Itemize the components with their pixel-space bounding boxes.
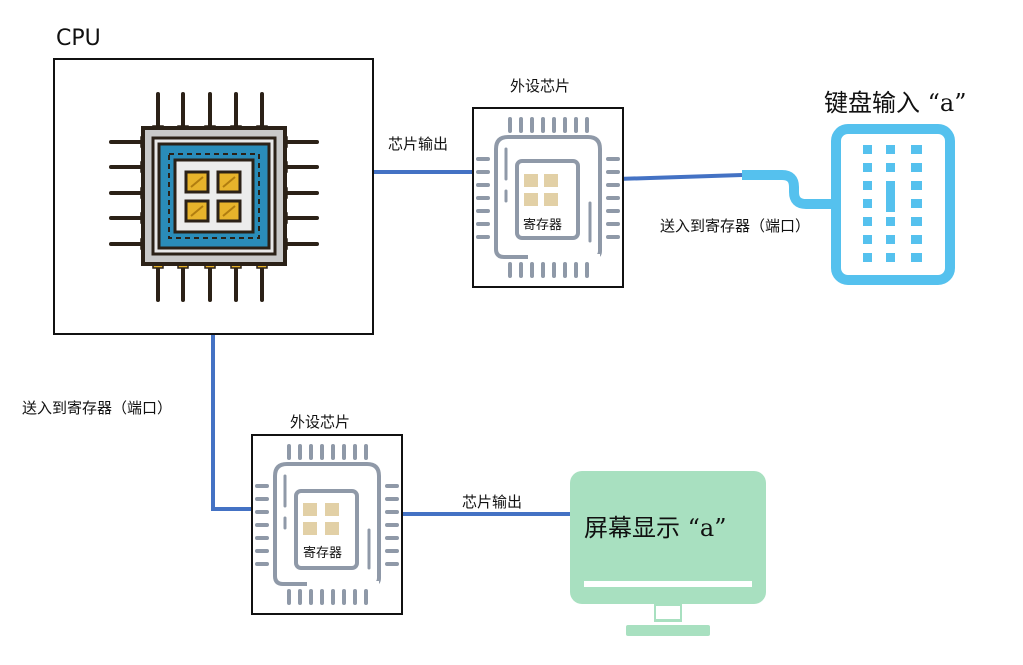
keyboard-label: 键盘输入 “a” bbox=[824, 89, 967, 117]
label-cpu-to-top-chip: 芯片输出 bbox=[388, 135, 449, 153]
keyboard-icon bbox=[742, 124, 955, 285]
bottom-chip-icon bbox=[255, 444, 399, 605]
label-keyboard-to-register: 送入到寄存器（端口） bbox=[660, 217, 811, 235]
top-chip-box bbox=[472, 107, 624, 288]
monitor-icon bbox=[570, 471, 766, 636]
cpu-box bbox=[53, 58, 374, 335]
bottom-chip-title: 外设芯片 bbox=[290, 413, 351, 431]
top-chip-title: 外设芯片 bbox=[510, 77, 571, 95]
bottom-register-label: 寄存器 bbox=[303, 546, 343, 561]
top-chip-icon bbox=[476, 117, 620, 278]
label-cpu-to-bottom-chip: 送入到寄存器（端口） bbox=[22, 399, 173, 417]
top-register-label: 寄存器 bbox=[523, 218, 563, 233]
bottom-chip-box bbox=[251, 434, 403, 615]
label-bottom-chip-to-monitor: 芯片输出 bbox=[462, 493, 523, 511]
cpu-title: CPU bbox=[56, 26, 101, 51]
cpu-chip-icon bbox=[109, 92, 319, 302]
monitor-label: 屏幕显示 “a” bbox=[584, 514, 727, 542]
